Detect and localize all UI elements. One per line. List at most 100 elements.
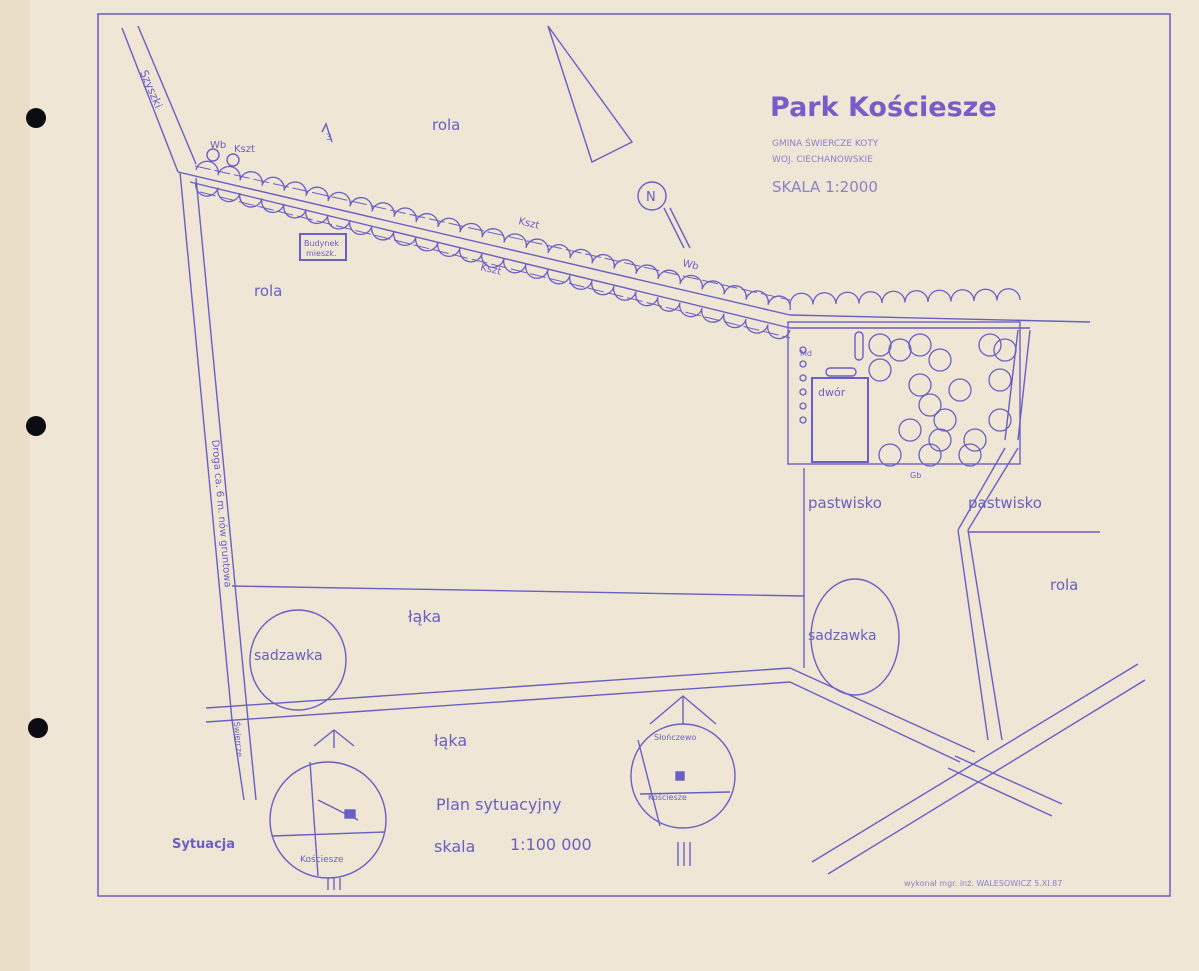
label-north: N — [646, 190, 656, 205]
avenue-tree-line-top — [194, 165, 791, 301]
inset-right-village-top: Słończewo — [654, 733, 696, 742]
inset-right-village-bottom: Kościesze — [648, 792, 687, 802]
inset-left-arrow — [313, 729, 355, 747]
label-pastwisko-right: pastwisko — [968, 494, 1042, 512]
inset-left-village: Kościesze — [300, 854, 344, 865]
road-bottom-south — [205, 681, 791, 723]
avenue-edge-bottom — [189, 181, 791, 329]
road-right-west-mid — [957, 447, 1006, 531]
label-budynek-1: Budynek — [304, 239, 339, 248]
park-tree — [918, 443, 942, 467]
road-szyszki-left — [121, 27, 179, 173]
tree-row — [195, 160, 1021, 467]
inset-left-road-1 — [309, 761, 319, 877]
park-tree — [993, 338, 1017, 362]
residential-building — [299, 233, 347, 261]
tree-kszt — [226, 153, 240, 167]
park-tree — [908, 333, 932, 357]
tree-row-east — [789, 288, 1021, 306]
label-kszt-2: Kszt — [517, 216, 540, 231]
inset-left-road-3 — [271, 831, 385, 837]
tree-row-south — [195, 181, 791, 340]
road-se-2 — [827, 679, 1146, 875]
plan-scale-label: skala — [434, 837, 475, 856]
park-tree — [868, 358, 892, 382]
punch-hole-bottom — [28, 718, 48, 738]
park-tree — [898, 418, 922, 442]
punch-hole-top — [26, 108, 46, 128]
plan-title: Plan sytuacyjny — [436, 795, 561, 814]
label-kszt-3: Kszt — [479, 262, 502, 277]
park-tree — [933, 408, 957, 432]
inset-left-park-marker — [344, 809, 356, 819]
park-tree — [978, 333, 1002, 357]
label-dwor: dwór — [818, 386, 846, 399]
map-frame — [97, 13, 1171, 897]
manor-terrace — [825, 367, 857, 377]
road-szyszki-right — [137, 25, 197, 165]
map-scale: SKALA 1:2000 — [772, 178, 878, 196]
park-tree — [868, 333, 892, 357]
label-laka-bottom: łąka — [434, 731, 467, 750]
label-laka-top: łąka — [408, 607, 441, 626]
park-tree — [948, 378, 972, 402]
manor-house — [811, 377, 869, 463]
label-wb: Wb — [210, 140, 226, 151]
park-shrub — [799, 346, 807, 354]
park-boundary — [787, 321, 1021, 465]
north-arrow-needle — [547, 25, 634, 163]
park-tree — [988, 408, 1012, 432]
label-sadzawka-right: sadzawka — [808, 628, 877, 644]
road-right-east-mid — [967, 447, 1019, 531]
road-left-west — [179, 171, 233, 721]
inset-right-arrow — [649, 695, 717, 725]
park-tree — [878, 443, 902, 467]
park-shrub — [799, 402, 807, 410]
park-shrub — [799, 374, 807, 382]
label-marker-3: 3 — [326, 133, 332, 143]
park-tree — [908, 373, 932, 397]
field-boundary-meadow — [231, 585, 805, 597]
park-tree — [958, 443, 982, 467]
inset-right-road-2 — [639, 791, 731, 795]
park-tree — [988, 368, 1012, 392]
pond-left — [249, 609, 347, 711]
map-wojewodztwo: WOJ. CIECHANOWSKIE — [772, 155, 873, 165]
label-gb: Gb — [910, 471, 921, 480]
label-kszt-1: Kszt — [234, 144, 255, 155]
park-shrub — [799, 360, 807, 368]
label-swiercze: Świercze — [232, 721, 246, 757]
avenue-edge-top — [177, 171, 791, 316]
label-pastwisko-left: pastwisko — [808, 494, 882, 512]
marker-3 — [321, 122, 333, 143]
inset-right-road-1 — [637, 739, 661, 827]
road-left-east-south — [247, 719, 257, 801]
road-left-east — [195, 177, 249, 721]
park-shrub — [799, 388, 807, 396]
inset-heading: Sytuacja — [172, 837, 235, 852]
label-rola-top: rola — [432, 116, 460, 134]
label-budynek-2: mieszk. — [306, 249, 336, 258]
north-arrow-tail-1 — [663, 207, 685, 249]
park-tree — [928, 348, 952, 372]
label-rola-left: rola — [254, 282, 282, 300]
label-md: Md — [800, 349, 812, 358]
road-right-west-south — [957, 529, 989, 741]
plan-scale-value: 1:100 000 — [510, 835, 592, 854]
road-bottom-east-south — [789, 681, 961, 763]
label-wb-2: Wb — [681, 258, 699, 272]
road-se-3 — [954, 755, 1063, 805]
tree-row-north — [195, 160, 791, 311]
road-se-4 — [947, 767, 1053, 817]
road-right-east-south — [967, 529, 1003, 741]
paper-left-margin — [0, 0, 30, 971]
label-rola-right: rola — [1050, 576, 1078, 594]
road-bottom-north — [205, 667, 791, 709]
road-bottom-east-north — [789, 667, 976, 753]
map-gmina: GMINA ŚWIERCZE KOTY — [772, 137, 879, 149]
avenue-tree-line-bottom — [199, 191, 791, 339]
label-sadzawka-left: sadzawka — [254, 648, 323, 664]
